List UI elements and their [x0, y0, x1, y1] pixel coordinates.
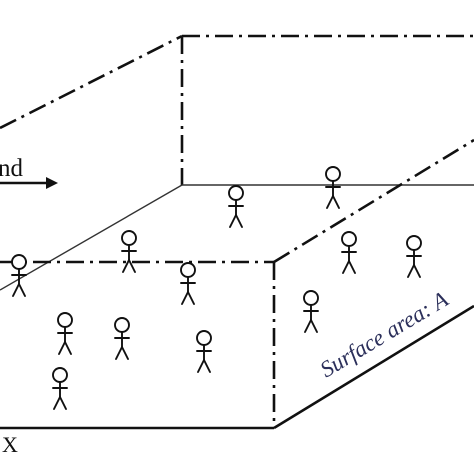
surface-area-label: Surface area: A	[316, 286, 453, 382]
person-icon	[196, 330, 212, 373]
edge-top-left	[0, 34, 183, 130]
wind-arrow	[0, 177, 58, 189]
person-icon	[406, 235, 422, 278]
x-label: X	[2, 432, 18, 457]
person-icon	[325, 166, 341, 209]
edge-right-top	[273, 138, 474, 264]
person-icon	[180, 262, 196, 305]
person-icon	[114, 317, 130, 360]
person-icon	[57, 312, 73, 355]
edge-right-bottom	[273, 304, 474, 430]
person-icon	[52, 367, 68, 410]
person-icon	[121, 230, 137, 273]
person-icon	[228, 185, 244, 228]
person-icon	[341, 231, 357, 274]
wind-label: nd	[0, 155, 24, 182]
person-icon	[303, 290, 319, 333]
person-icon	[11, 254, 27, 297]
box-edges	[0, 34, 474, 430]
edge-floor-left	[0, 184, 183, 291]
people	[11, 166, 422, 410]
